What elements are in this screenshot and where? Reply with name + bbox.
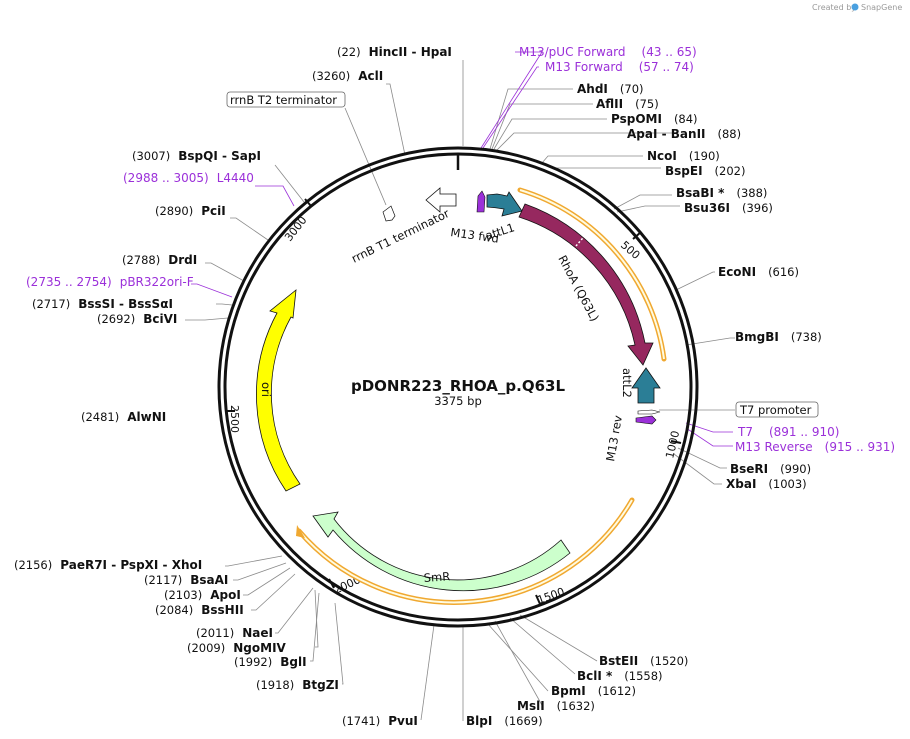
site-ahdi: AhdI(70) bbox=[577, 82, 644, 96]
site-bcli: BclI *(1558) bbox=[577, 669, 663, 683]
site-bspei: BspEI(202) bbox=[665, 164, 745, 178]
attl2-label: attL2 bbox=[620, 368, 634, 398]
ori-label: ori bbox=[259, 382, 273, 397]
m13-fwd-feature bbox=[476, 190, 486, 213]
m13-rev-feature bbox=[635, 415, 657, 425]
site-bspqi-sapi: (3007)BspQI - SapI bbox=[132, 149, 261, 163]
primer-pbr322ori-f: (2735 .. 2754)pBR322ori-F bbox=[26, 275, 194, 289]
site-bmgbi: BmgBI(738) bbox=[735, 330, 822, 344]
site-aflii: AflII(75) bbox=[596, 97, 659, 111]
site-ncoi: NcoI(190) bbox=[647, 149, 720, 163]
rrnb-t2-feature bbox=[382, 205, 396, 222]
site-bgli: (1992)BglI bbox=[234, 655, 307, 669]
t7-promoter-feature bbox=[637, 409, 661, 415]
site-hincii-hpai: (22)HincII - HpaI bbox=[337, 45, 452, 59]
site-bpmi: BpmI(1612) bbox=[551, 684, 636, 698]
snapgene-logo-icon bbox=[851, 3, 859, 11]
primer-m13-puc-forward: M13/pUC Forward(43 .. 65) bbox=[519, 45, 697, 59]
rhoa-arrow bbox=[518, 203, 654, 366]
rrnb-t1-arrow bbox=[425, 187, 457, 213]
tick-marks bbox=[225, 198, 682, 605]
site-msli: MslI(1632) bbox=[517, 699, 595, 713]
attl2-arrow bbox=[631, 367, 661, 404]
credit-text: Created by bbox=[812, 3, 856, 12]
site-acli: (3260)AclI bbox=[312, 69, 383, 83]
snapgene-credit: Created by SnapGene bbox=[812, 3, 902, 12]
primer-t7: T7(891 .. 910) bbox=[737, 425, 839, 439]
smr-label: SmR bbox=[423, 569, 450, 585]
restriction-sites-right: AhdI(70) AflII(75) PspOMI(84) ApaI - Ban… bbox=[466, 82, 822, 728]
site-blpi: BlpI(1669) bbox=[466, 714, 543, 728]
primer-m13-reverse: M13 Reverse(915 .. 931) bbox=[735, 440, 895, 454]
site-bseri: BseRI(990) bbox=[730, 462, 811, 476]
site-alwni: (2481)AlwNI bbox=[81, 410, 166, 424]
site-bsssi-bsssai: (2717)BssSI - BssSαI bbox=[32, 297, 173, 311]
site-ngomiv: (2009)NgoMIV bbox=[187, 641, 287, 655]
rrnb-t2-callout: rrnB T2 terminator bbox=[226, 91, 346, 108]
site-btgzi: (1918)BtgZI bbox=[256, 678, 339, 692]
site-pcii: (2890)PciI bbox=[155, 204, 226, 218]
site-paer7i-pspxi-xhoi: (2156)PaeR7I - PspXI - XhoI bbox=[14, 558, 202, 572]
site-apoi: (2103)ApoI bbox=[164, 588, 241, 602]
attl1-arrow bbox=[486, 191, 523, 217]
site-bsshii: (2084)BssHII bbox=[155, 603, 244, 617]
plasmid-size: 3375 bp bbox=[434, 394, 482, 408]
credit-brand: SnapGene bbox=[861, 3, 902, 12]
leader-lines bbox=[185, 51, 735, 721]
t7-promoter-label: T7 promoter bbox=[739, 403, 812, 417]
site-xbai: XbaI(1003) bbox=[726, 477, 807, 491]
restriction-sites-left: (22)HincII - HpaI (3260)AclI (3007)BspQI… bbox=[14, 45, 452, 728]
backbone-outer-ring bbox=[217, 146, 699, 628]
primer-l4440: (2988 .. 3005)L4440 bbox=[123, 171, 254, 185]
rrnb-t2-label: rrnB T2 terminator bbox=[230, 93, 337, 107]
site-bsu36i: Bsu36I(396) bbox=[684, 201, 773, 215]
site-pspomi: PspOMI(84) bbox=[611, 112, 698, 126]
site-drdi: (2788)DrdI bbox=[122, 253, 197, 267]
site-bcivi: (2692)BciVI bbox=[97, 312, 177, 326]
m13-rev-label: M13 rev bbox=[603, 414, 625, 462]
ori-arrow bbox=[256, 289, 301, 492]
t7-promoter-callout: T7 promoter bbox=[735, 401, 819, 418]
rrnb-t1-label: rrnB T1 terminator bbox=[349, 206, 452, 266]
site-bsteii: BstEII(1520) bbox=[599, 654, 688, 668]
smr-arrow bbox=[312, 511, 571, 592]
primer-labels: M13/pUC Forward(43 .. 65) M13 Forward(57… bbox=[26, 45, 895, 454]
site-apai-banii: ApaI - BanII(88) bbox=[627, 127, 741, 141]
primer-m13-forward: M13 Forward(57 .. 74) bbox=[545, 60, 694, 74]
site-naei: (2011)NaeI bbox=[196, 626, 273, 640]
site-bsaai: (2117)BsaAI bbox=[144, 573, 228, 587]
tick-label-2500: 2500 bbox=[228, 405, 241, 433]
site-econi: EcoNI(616) bbox=[718, 265, 799, 279]
plasmid-title: pDONR223_RHOA_p.Q63L bbox=[351, 377, 565, 395]
m13-fwd-label: M13 fwd bbox=[450, 225, 500, 246]
tick-label-1000: 1000 bbox=[663, 429, 682, 459]
site-pvui: (1741)PvuI bbox=[342, 714, 418, 728]
site-bsabi: BsaBI *(388) bbox=[676, 186, 767, 200]
